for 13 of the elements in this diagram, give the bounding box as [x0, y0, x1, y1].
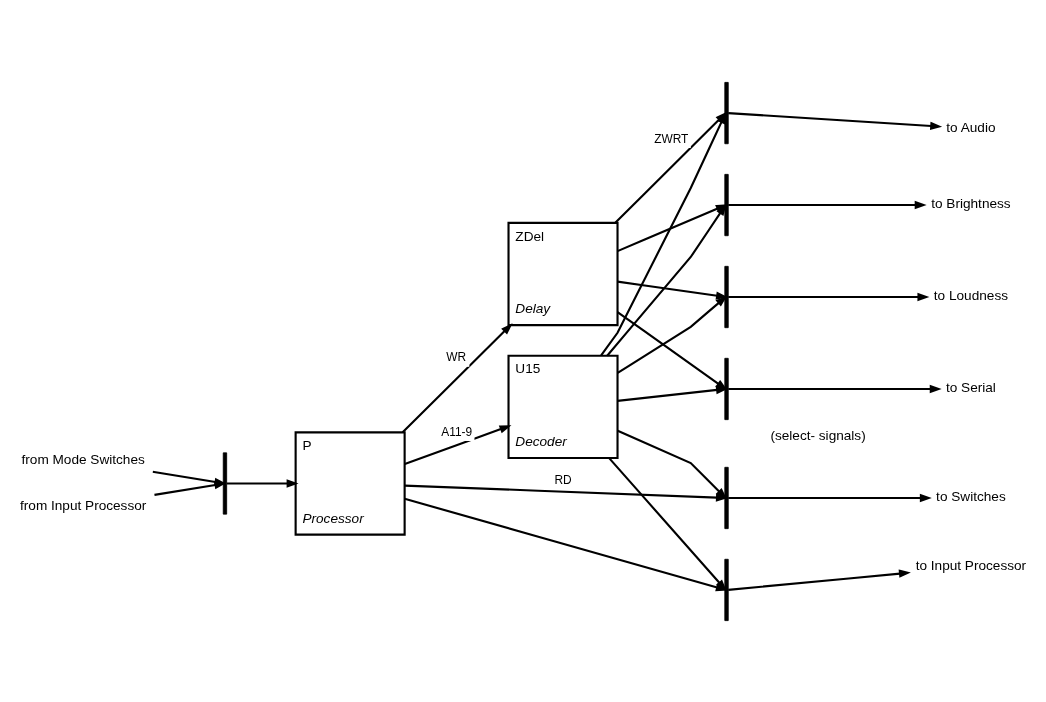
edge-label: ZWRT: [654, 131, 689, 146]
node-text: to Loudness: [933, 287, 1008, 303]
node-text: to Switches: [936, 488, 1006, 504]
node-text: to Brightness: [931, 195, 1011, 211]
node-text: to Input Processor: [915, 557, 1027, 573]
edge-label: A11-9: [441, 424, 473, 439]
edge-label: WR: [446, 349, 467, 364]
label: (select- signals): [770, 427, 866, 443]
node-text: to Serial: [945, 379, 996, 395]
node-text: from Input Processor: [20, 497, 147, 513]
node-text: to Audio: [946, 119, 996, 135]
node-text: from Mode Switches: [21, 451, 145, 467]
edge-label: RD: [554, 472, 572, 487]
